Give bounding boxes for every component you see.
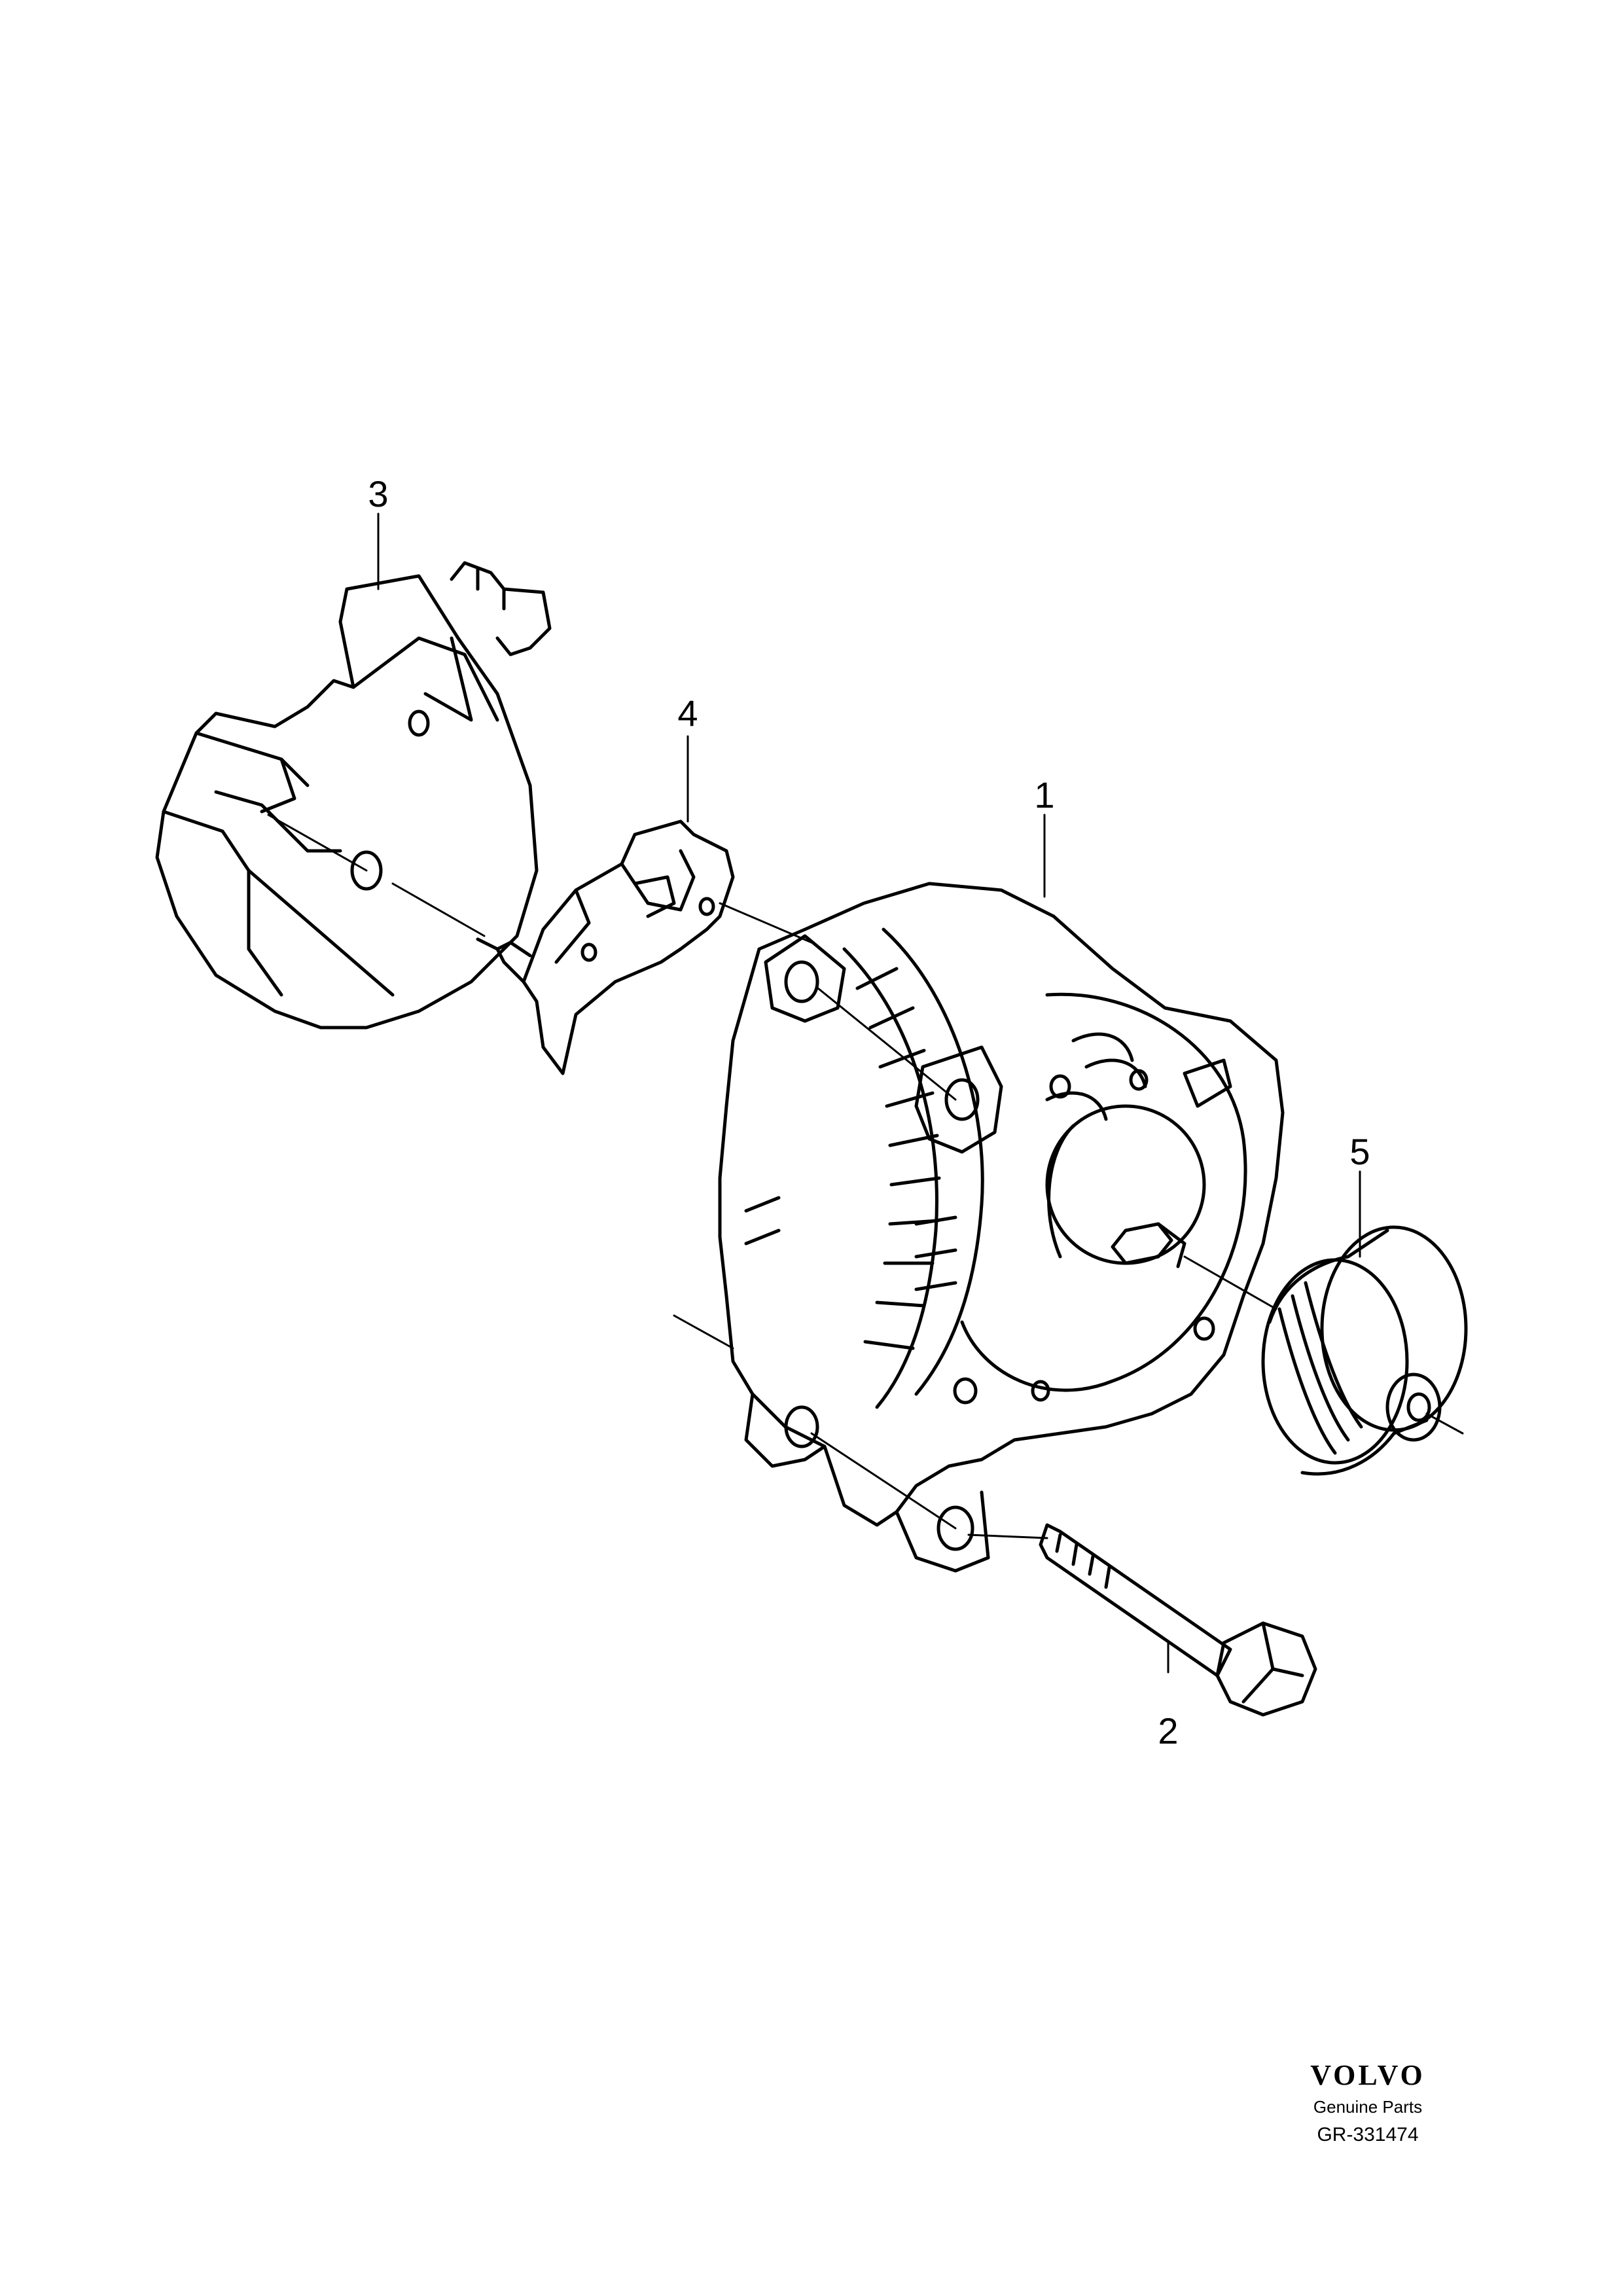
- rear-cover: [157, 563, 550, 1028]
- callout-3: 3: [368, 473, 389, 514]
- callout-5: 5: [1349, 1131, 1370, 1172]
- brand-subtitle: Genuine Parts: [1313, 2097, 1423, 2117]
- pulley: [1263, 1227, 1466, 1474]
- leader-lines: [268, 514, 1463, 1672]
- callout-2: 2: [1158, 1710, 1179, 1751]
- callout-1: 1: [1034, 774, 1055, 816]
- volvo-logo: VOLVO: [1310, 2059, 1425, 2091]
- bolt: [1041, 1525, 1315, 1715]
- alternator: [720, 884, 1283, 1571]
- callout-4: 4: [677, 692, 698, 734]
- diagram-code: GR-331474: [1317, 2124, 1419, 2145]
- regulator: [478, 821, 733, 1073]
- brand-block: VOLVO Genuine Parts GR-331474: [1266, 2058, 1469, 2146]
